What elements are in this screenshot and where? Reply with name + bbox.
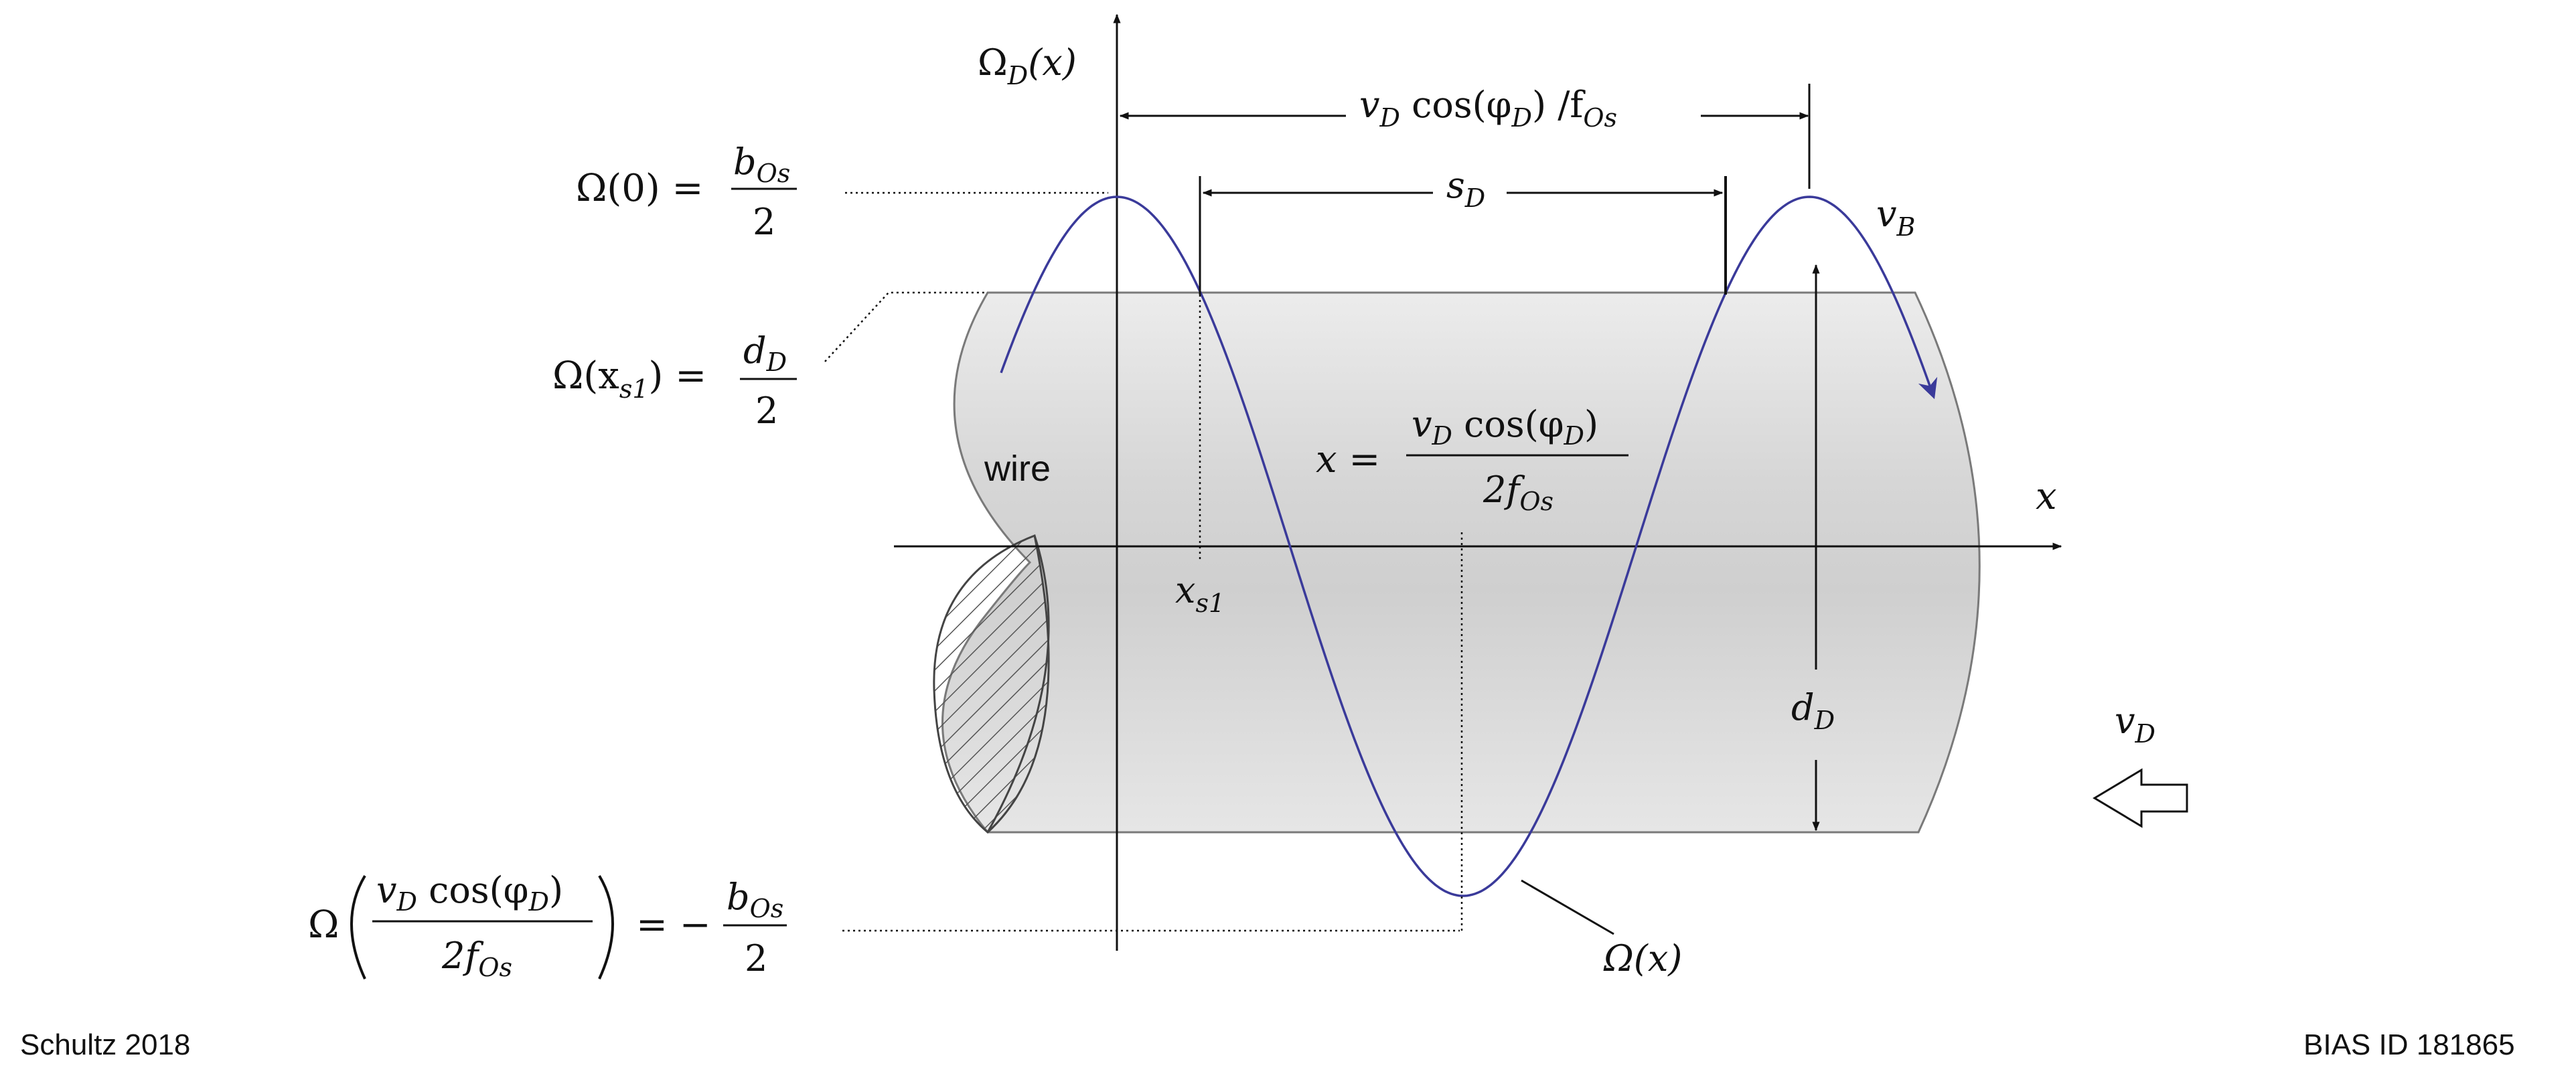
period-label: vD cos(φD) /fOs — [1359, 84, 1617, 133]
svg-text:Ω: Ω — [308, 903, 339, 947]
svg-text:dD: dD — [743, 329, 787, 377]
svg-text:vD cos(φD): vD cos(φD) — [1412, 403, 1598, 451]
equation-bottom: Ω vD cos(φD) 2fOs = − bOs 2 — [308, 869, 787, 982]
wire-body — [941, 291, 1981, 834]
omega-x-label: Ω(x) — [1603, 937, 1682, 980]
xs1-label: xs1 — [1175, 569, 1225, 618]
svg-text:2: 2 — [755, 390, 778, 432]
svg-text:2: 2 — [745, 937, 767, 980]
svg-text:= −: = − — [636, 903, 711, 947]
wire-label: wire — [984, 449, 1051, 489]
equation-omega0: Ω(0) = bOs 2 — [576, 141, 797, 243]
dd-label: dD — [1791, 686, 1835, 735]
vd-label: vD — [2115, 700, 2155, 749]
footer-author: Schultz 2018 — [20, 1028, 191, 1061]
wire-cross-section-edge — [986, 535, 1050, 833]
x-axis-label: x — [2036, 475, 2057, 518]
omega-d-x-label: ΩD(x) — [978, 42, 1077, 90]
svg-text:2: 2 — [753, 201, 775, 243]
svg-text:vD cos(φD): vD cos(φD) — [376, 869, 563, 917]
wire-cross-section — [933, 534, 1050, 834]
leader-omega-x — [1521, 879, 1614, 935]
svg-text:bOs: bOs — [733, 141, 790, 188]
svg-text:Ω(0) =: Ω(0) = — [576, 167, 703, 210]
svg-text:Ω(xs1) =: Ω(xs1) = — [552, 354, 706, 404]
svg-text:2fOs: 2fOs — [441, 935, 512, 982]
vd-hollow-arrow — [2093, 768, 2188, 828]
wave-omega-x — [1000, 196, 1938, 897]
footer-bias-id: BIAS ID 181865 — [2303, 1028, 2515, 1061]
vb-label: vB — [1876, 193, 1915, 242]
svg-text:2fOs: 2fOs — [1483, 469, 1554, 516]
equation-midpoint: x = vD cos(φD) 2fOs — [1316, 403, 1628, 516]
svg-text:x =: x = — [1316, 438, 1380, 481]
svg-text:bOs: bOs — [727, 876, 783, 923]
sd-label: sD — [1446, 164, 1485, 213]
equation-omegaxs1: Ω(xs1) = dD 2 — [552, 329, 797, 432]
